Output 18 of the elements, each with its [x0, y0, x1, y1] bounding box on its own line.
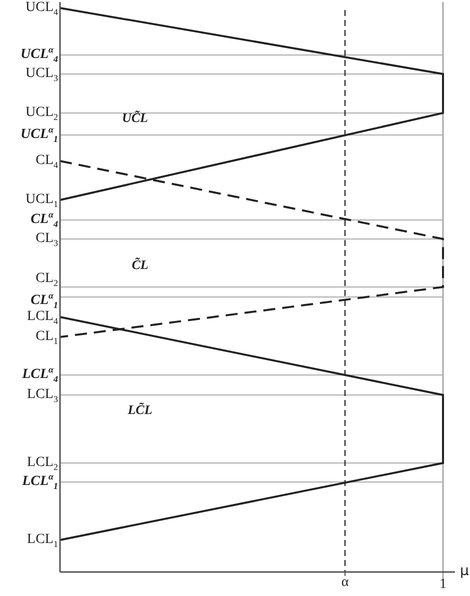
axis-label: UCL$_{4}$	[24, 0, 58, 16]
axis-tick-label: 1	[440, 577, 446, 593]
axis-label: CL$_{2}$	[34, 271, 58, 287]
axis-label: CL$_{1}$	[34, 329, 58, 345]
axis-label: UCL$_{3}$	[24, 66, 58, 82]
axis-label: LCL$_{2}$	[26, 455, 58, 471]
axis-tick-label: α	[341, 575, 349, 591]
region-label: C̃L	[132, 257, 148, 273]
region-label: UC̃L	[122, 110, 148, 126]
axis-title: μ	[460, 563, 469, 579]
axis-label: UCL$_{2}$	[24, 105, 58, 121]
axis-label: LCL$_{1}$	[26, 532, 58, 548]
axis-label: CL$_{3}$	[34, 231, 58, 247]
region-label: LC̃L	[128, 402, 152, 418]
axis-label: CL$_{4}$	[34, 153, 58, 169]
axis-label: UCL$_{1}$	[24, 192, 58, 208]
axis-label: LCL$_{4}$	[26, 309, 58, 325]
axis-label: LCL$_{3}$	[26, 387, 58, 403]
